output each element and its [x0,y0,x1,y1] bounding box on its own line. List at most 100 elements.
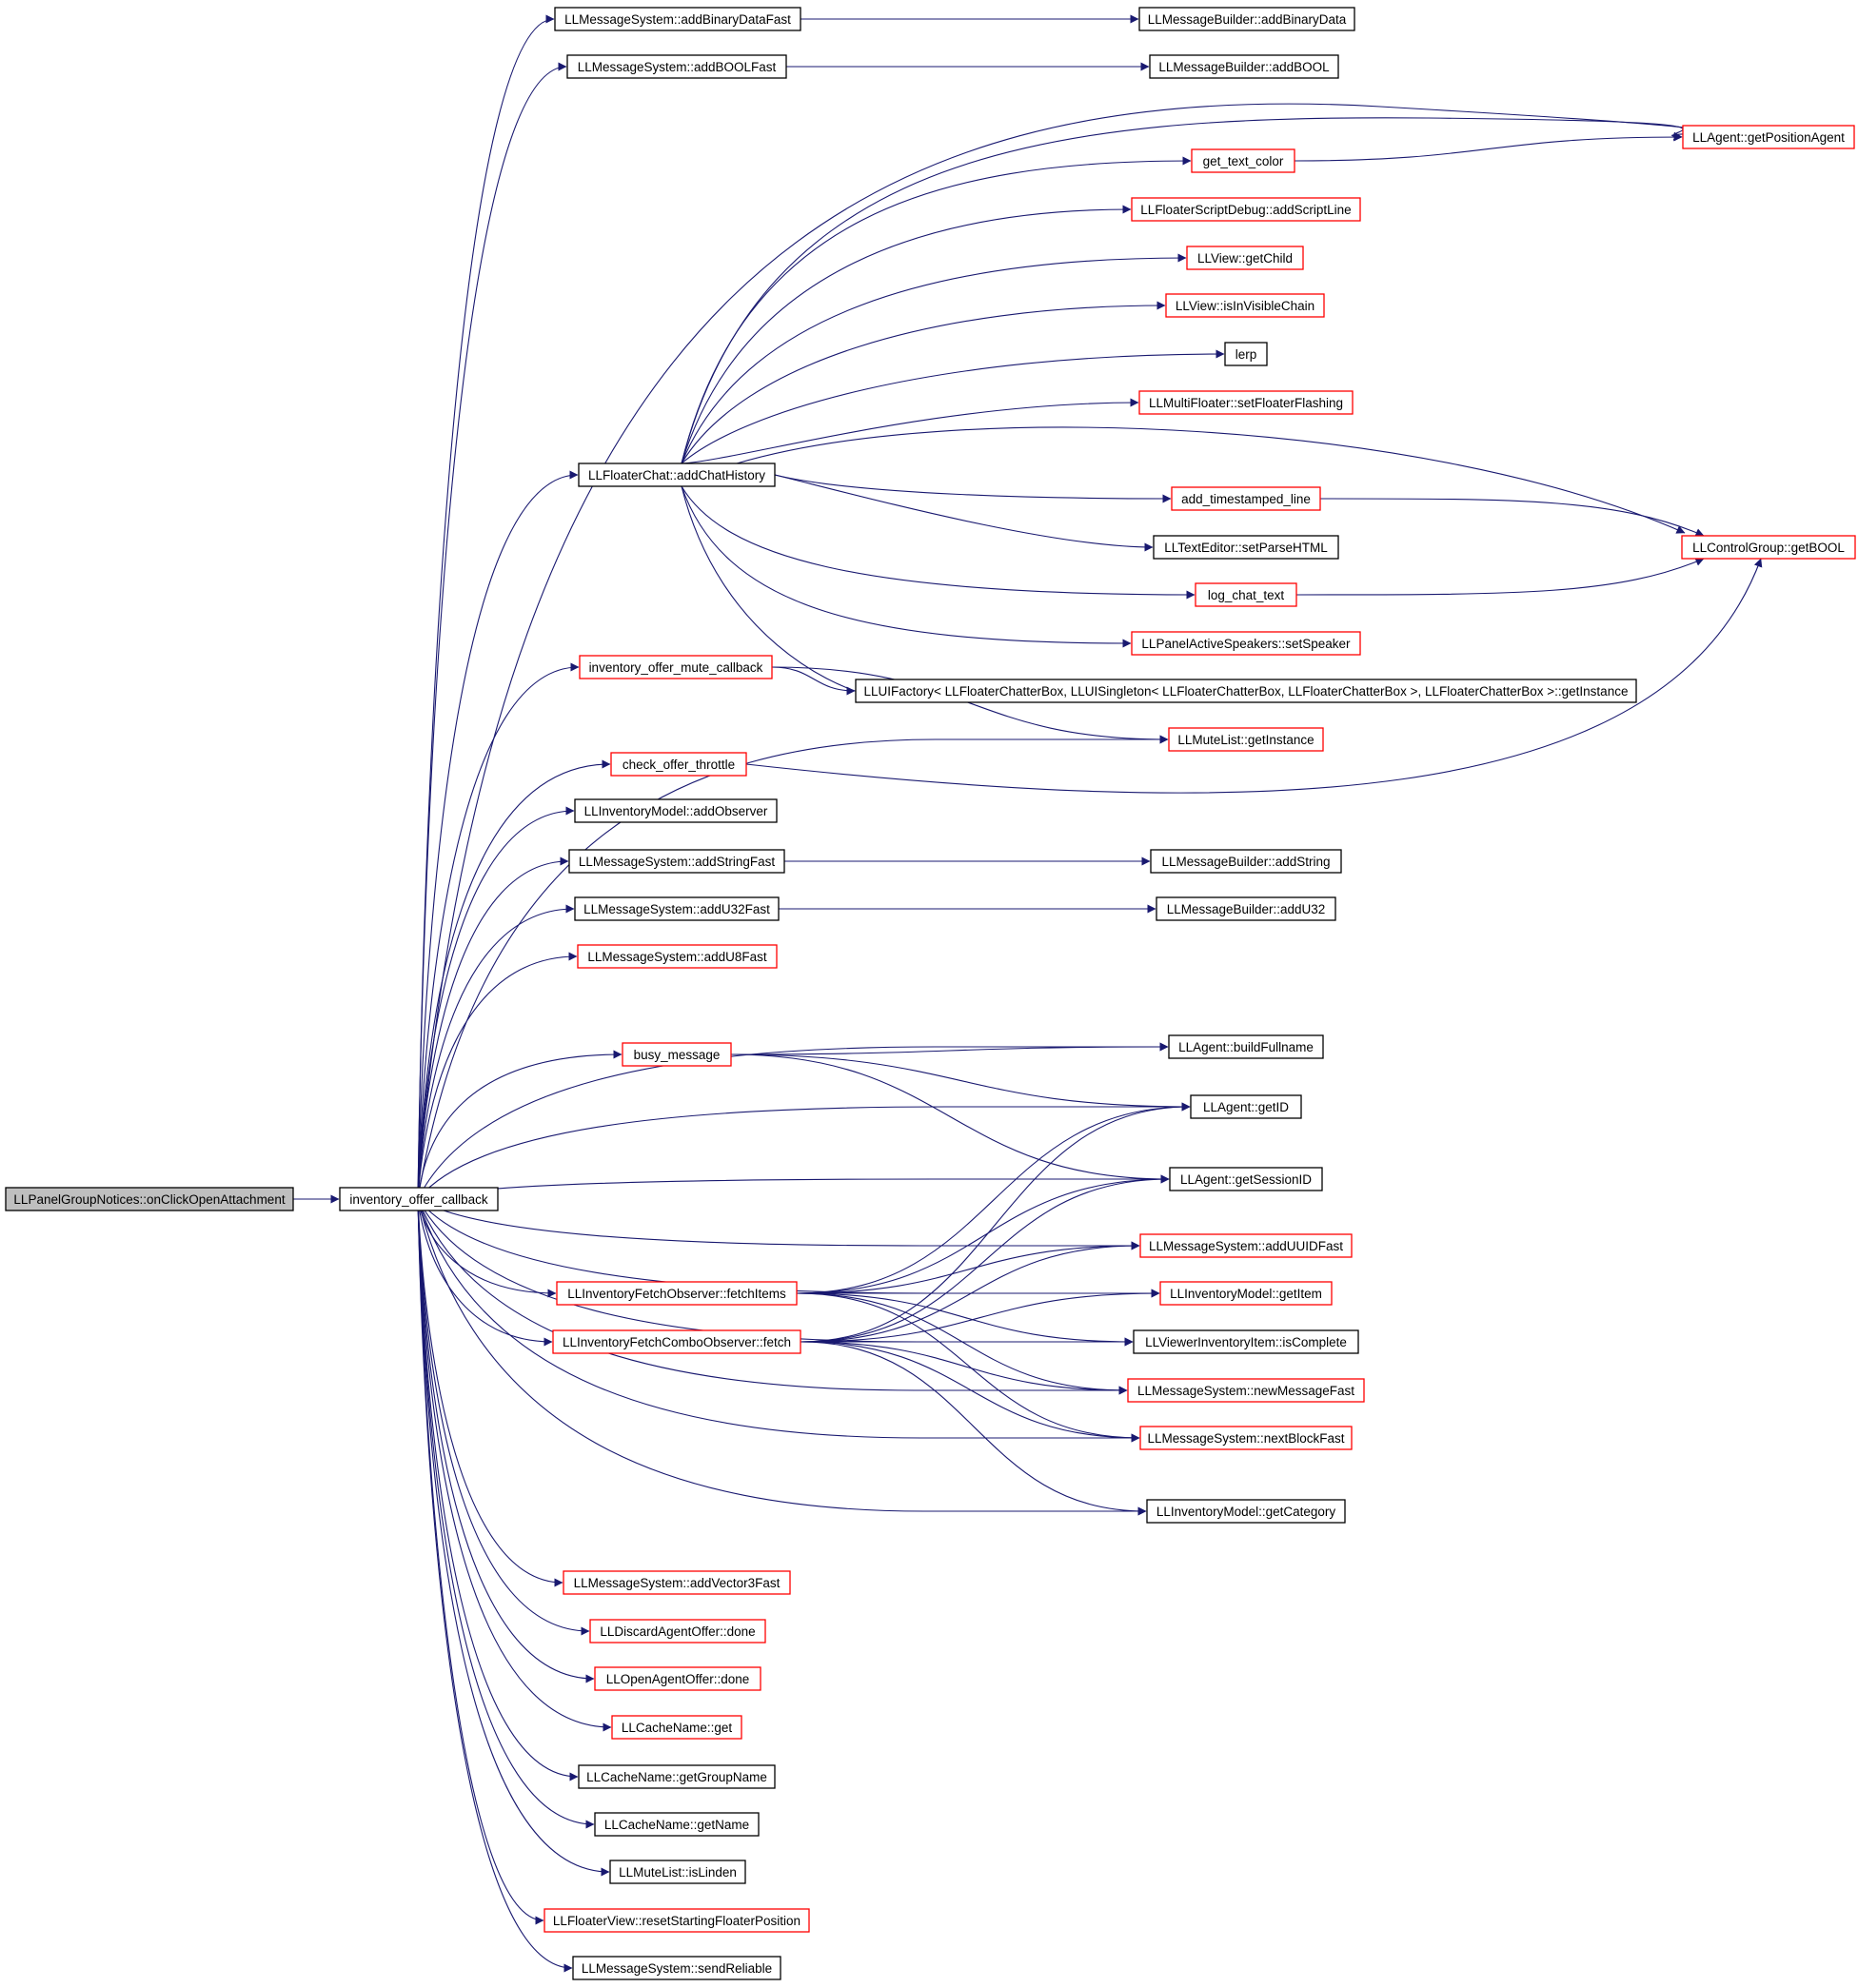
node-label: LLTextEditor::setParseHTML [1164,541,1328,555]
node-llpanelactivespeakers-setspeaker[interactable]: LLPanelActiveSpeakers::setSpeaker [1131,631,1361,656]
node-llinventorymodel-getitem[interactable]: LLInventoryModel::getItem [1159,1281,1333,1306]
edge-ioc-to-n_aggid [417,1102,1191,1200]
node-label: LLCacheName::getName [604,1818,749,1832]
node-label: busy_message [634,1048,721,1062]
edge-ioc-to-n_abdf [417,14,555,1200]
node-label: LLMessageBuilder::addString [1161,855,1330,869]
node-llinventoryfetchobserver-fetchitems[interactable]: LLInventoryFetchObserver::fetchItems [556,1281,798,1306]
node-log-chat-text[interactable]: log_chat_text [1195,582,1297,607]
edge-n_gtc-to-n_agpa [1294,132,1683,162]
node-box [1138,7,1355,31]
node-get-text-color[interactable]: get_text_color [1191,148,1295,173]
node-label: LLInventoryFetchComboObserver::fetch [563,1335,791,1349]
node-box [574,798,778,823]
node-box [1190,1094,1302,1119]
node-llmessagebuilder-addbinarydata[interactable]: LLMessageBuilder::addBinaryData [1138,7,1355,31]
node-box [1681,535,1856,560]
edge-n_ifcof-to-n_msnmf [800,1341,1128,1395]
edge-n_fcach-to-n_agpa [681,117,1684,464]
edge-ioc-to-n_fcach [417,470,579,1200]
node-llmutelist-islinden[interactable]: LLMuteList::isLinden [609,1860,746,1884]
node-llmessagesystem-adduuidfast[interactable]: LLMessageSystem::addUUIDFast [1139,1233,1353,1258]
node-label: LLMultiFloater::setFloaterFlashing [1149,396,1343,410]
node-llviewerinventoryitem-iscomplete[interactable]: LLViewerInventoryItem::isComplete [1133,1329,1359,1354]
node-llagent-buildfullname[interactable]: LLAgent::buildFullname [1168,1034,1324,1059]
node-box [1139,1233,1353,1258]
node-box [544,1908,810,1933]
edge-n_fcach-to-n_lerp [681,349,1225,464]
node-llmessagesystem-addu8fast[interactable]: LLMessageSystem::addU8Fast [577,944,778,969]
node-llinventoryfetchcomboobserver-fetch[interactable]: LLInventoryFetchComboObserver::fetch [552,1329,801,1354]
node-llmessagesystem-newmessagefast[interactable]: LLMessageSystem::newMessageFast [1127,1378,1365,1403]
node-label: LLInventoryModel::getItem [1170,1287,1322,1301]
node-box [1169,1167,1323,1191]
node-box [1131,197,1361,222]
node-box [566,54,787,79]
node-llfloaterscriptdebug-addscriptline[interactable]: LLFloaterScriptDebug::addScriptLine [1131,197,1361,222]
edge-n_fcach-to-n_lct [681,485,1196,600]
node-box [610,752,747,777]
node-lltexteditor-setparsehtml[interactable]: LLTextEditor::setParseHTML [1153,535,1339,560]
node-llagent-getid[interactable]: LLAgent::getID [1190,1094,1302,1119]
node-llcontrolgroup-getbool[interactable]: LLControlGroup::getBOOL [1681,535,1856,560]
edge-n_ifofi-to-n_msauuidf [796,1241,1140,1294]
node-llview-isinvisiblechain[interactable]: LLView::isInVisibleChain [1165,293,1325,318]
node-llmessagesystem-addboolfast[interactable]: LLMessageSystem::addBOOLFast [566,54,787,79]
node-llpanelgroupnotices-onclickopenattachment[interactable]: LLPanelGroupNotices::onClickOpenAttachme… [5,1187,294,1211]
node-box [1168,727,1324,752]
node-llcachename-get[interactable]: LLCacheName::get [611,1715,742,1740]
edge-n_fcach-to-n_tespo [774,474,1154,552]
node-llopenagentoffer-done[interactable]: LLOpenAgentOffer::done [594,1666,761,1691]
node-llmessagesystem-nextblockfast[interactable]: LLMessageSystem::nextBlockFast [1139,1426,1353,1450]
node-lluifactory-llfloaterchatterbox-lluisingleton-llfloaterchatt[interactable]: LLUIFactory< LLFloaterChatterBox, LLUISi… [855,679,1637,703]
node-llmessagesystem-addbinarydatafast[interactable]: LLMessageSystem::addBinaryDataFast [554,7,801,31]
node-lerp[interactable]: lerp [1224,342,1268,366]
node-inventory-offer-callback[interactable]: inventory_offer_callback [339,1187,499,1211]
node-label: LLMessageBuilder::addBOOL [1158,60,1330,74]
node-lldiscardagentoffer-done[interactable]: LLDiscardAgentOffer::done [589,1619,766,1644]
node-llmessagebuilder-addu32[interactable]: LLMessageBuilder::addU32 [1156,896,1336,921]
node-llmessagebuilder-addstring[interactable]: LLMessageBuilder::addString [1150,849,1342,874]
node-llinventorymodel-addobserver[interactable]: LLInventoryModel::addObserver [574,798,778,823]
node-label: inventory_offer_callback [349,1192,488,1207]
node-add-timestamped-line[interactable]: add_timestamped_line [1171,486,1321,511]
node-box [594,1812,760,1837]
node-box [579,655,773,679]
node-llfloaterview-resetstartingfloaterposition[interactable]: LLFloaterView::resetStartingFloaterPosit… [544,1908,810,1933]
node-llview-getchild[interactable]: LLView::getChild [1186,246,1304,270]
node-llmessagebuilder-addbool[interactable]: LLMessageBuilder::addBOOL [1149,54,1339,79]
edge-ioc-to-n_msr [417,1198,573,1973]
node-llmessagesystem-addu32fast[interactable]: LLMessageSystem::addU32Fast [574,896,780,921]
node-box [609,1860,746,1884]
node-box [1682,125,1855,149]
edge-ioc-to-n_aboolf [417,62,567,1200]
node-llcachename-getgroupname[interactable]: LLCacheName::getGroupName [578,1764,776,1789]
edge-n_cot-to-n_cggb [745,558,1763,794]
node-label: LLAgent::getID [1203,1100,1289,1114]
node-llmessagesystem-addvector3fast[interactable]: LLMessageSystem::addVector3Fast [563,1570,791,1595]
node-llagent-getsessionid[interactable]: LLAgent::getSessionID [1169,1167,1323,1191]
node-llagent-getpositionagent[interactable]: LLAgent::getPositionAgent [1682,125,1855,149]
node-llmultifloater-setfloaterflashing[interactable]: LLMultiFloater::setFloaterFlashing [1138,390,1354,415]
node-check-offer-throttle[interactable]: check_offer_throttle [610,752,747,777]
edge-n_fcach-to-n_gtc [681,156,1192,464]
node-llmutelist-getinstance[interactable]: LLMuteList::getInstance [1168,727,1324,752]
edge-ioc-to-n_mlgi [417,735,1169,1200]
edge-n_busy-to-n_agsid [730,1053,1170,1184]
node-label: LLMuteList::getInstance [1177,733,1314,747]
node-llinventorymodel-getcategory[interactable]: LLInventoryModel::getCategory [1146,1499,1346,1524]
node-llfloaterchat-addchathistory[interactable]: LLFloaterChat::addChatHistory [578,463,776,487]
edge-ioc-to-n_imao [417,806,575,1200]
node-llmessagesystem-addstringfast[interactable]: LLMessageSystem::addStringFast [568,849,785,874]
node-label: LLAgent::getPositionAgent [1692,130,1845,145]
node-llmessagesystem-sendreliable[interactable]: LLMessageSystem::sendReliable [572,1956,781,1980]
node-label: get_text_color [1203,154,1284,168]
node-box [589,1619,766,1644]
edge-ioc-to-n_daod [417,1198,590,1636]
node-inventory-offer-mute-callback[interactable]: inventory_offer_mute_callback [579,655,773,679]
node-busy-message[interactable]: busy_message [622,1042,732,1067]
node-box [1146,1499,1346,1524]
edge-ioc-to-n_iomc [417,662,580,1200]
edge-ioc-to-n_au8f [417,952,578,1200]
node-llcachename-getname[interactable]: LLCacheName::getName [594,1812,760,1837]
